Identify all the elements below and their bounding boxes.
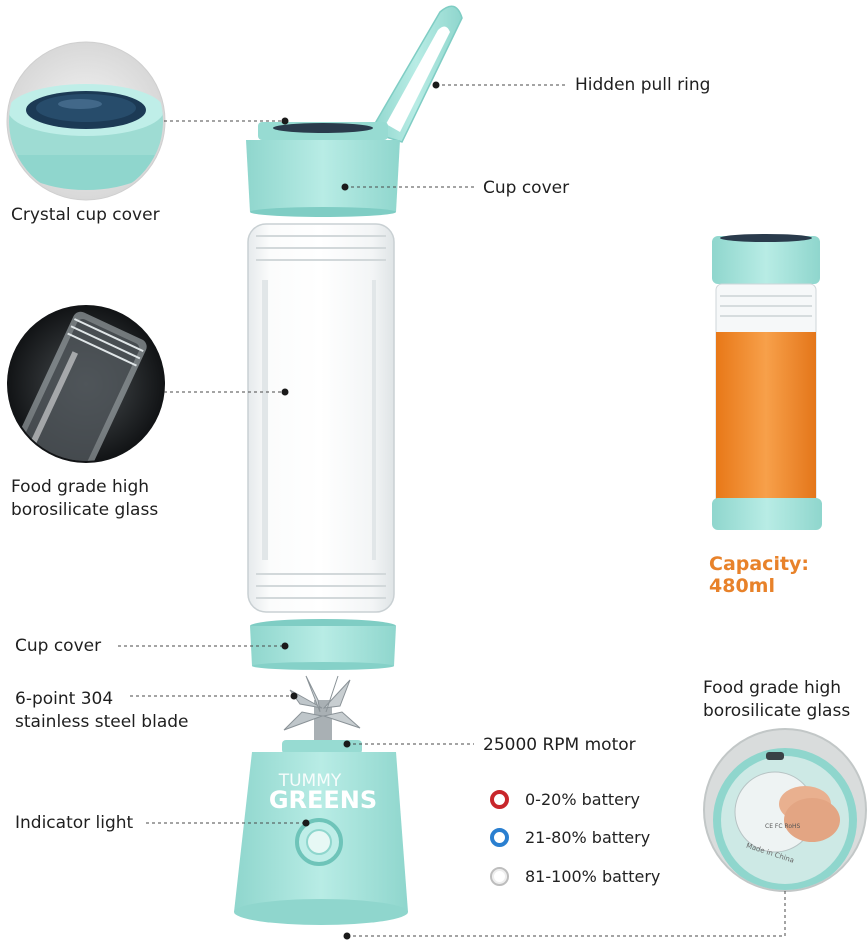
crystal-cup-cover-label: Crystal cup cover (11, 205, 160, 225)
battery-legend-label: 81-100% battery (525, 867, 661, 886)
indicator-light-label: Indicator light (15, 813, 134, 833)
cup-cover-top-image (246, 122, 400, 217)
hidden-pull-ring-label: Hidden pull ring (575, 75, 711, 95)
battery-legend-label: 0-20% battery (525, 790, 640, 809)
battery-legend-row-low: 0-20% battery (490, 790, 640, 809)
battery-legend-row-mid: 21-80% battery (490, 828, 650, 847)
blade-label-line1: 6-point 304 (15, 689, 114, 709)
blade-image (283, 675, 361, 742)
blade-label-line2: stainless steel blade (15, 712, 189, 732)
cup-cover-bottom-label: Cup cover (15, 636, 102, 656)
battery-legend-label: 21-80% battery (525, 828, 651, 847)
brand-line1: TUMMY (278, 771, 342, 791)
detail-label-line1: Food grade high (703, 678, 842, 698)
detail-label-line2: borosilicate glass (703, 701, 851, 721)
motor-base-image (234, 740, 408, 925)
cup-cover-bottom-image (250, 619, 396, 670)
glass-label-line2: borosilicate glass (11, 500, 159, 520)
red-ring-icon (490, 790, 509, 809)
glass-detail-image (7, 305, 165, 463)
glass-label-line1: Food grade high (11, 477, 150, 497)
motor-label: 25000 RPM motor (483, 735, 636, 755)
charging-detail-image (703, 728, 867, 892)
cup-cover-top-label: Cup cover (483, 178, 570, 198)
leader-lines (118, 84, 786, 937)
pull-ring (368, 5, 463, 143)
leader-dots (281, 81, 440, 940)
battery-legend-row-high: 81-100% battery (490, 867, 660, 886)
crystal-cover-detail-image (6, 41, 166, 201)
juice-bottle-image (712, 234, 822, 530)
glass-body-image (247, 223, 395, 613)
blue-ring-icon (490, 828, 509, 847)
capacity-label: Capacity: 480ml (709, 553, 810, 597)
brand-line2: GREENS (269, 786, 377, 814)
certification-text: CE FC RoHS (765, 823, 801, 830)
white-ring-icon (490, 867, 509, 886)
